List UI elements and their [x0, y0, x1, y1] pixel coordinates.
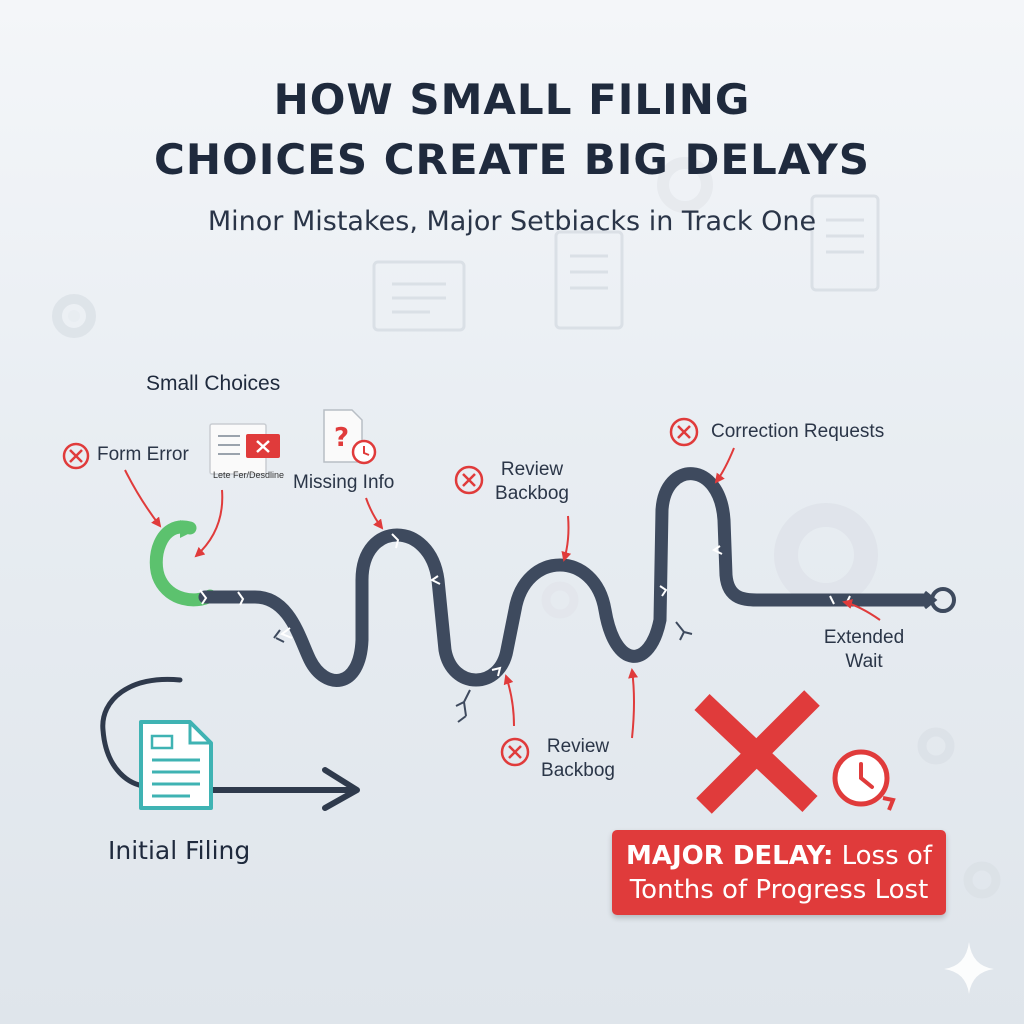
clock-icon: [835, 752, 893, 810]
major-delay-line2: Tonths of Progress Lost: [612, 873, 946, 907]
initial-filing-arrow: [212, 770, 357, 808]
review-backlog-bottom-label: Review Backbog: [526, 735, 630, 783]
x-circle-icon: [671, 419, 697, 445]
missing-info-label: Missing Info: [293, 472, 394, 494]
form-error-label: Form Error: [97, 444, 189, 466]
x-circle-icon: [64, 444, 88, 468]
document-x-icon: [210, 424, 280, 474]
extended-wait-label: Extended Wait: [812, 626, 916, 674]
major-delay-rest: Loss of: [842, 841, 932, 871]
small-choices-label: Small Choices: [146, 372, 280, 396]
crack-roots: [274, 622, 692, 722]
document-question-clock-icon: ?: [324, 410, 375, 463]
document-caption: Lete Fer/Desdline: [213, 470, 284, 480]
start-arc: [156, 527, 210, 600]
major-delay-bold: MAJOR DELAY:: [626, 841, 833, 871]
correction-requests-label: Correction Requests: [711, 421, 884, 443]
major-delay-banner: MAJOR DELAY: Loss of Tonths of Progress …: [612, 830, 946, 915]
svg-text:?: ?: [334, 423, 349, 453]
review-backlog-top-label: Review Backbog: [478, 458, 586, 506]
initial-filing-label: Initial Filing: [108, 836, 250, 865]
big-x-icon: [702, 698, 812, 806]
document-icon: [141, 722, 211, 808]
x-circle-icon: [502, 739, 528, 765]
